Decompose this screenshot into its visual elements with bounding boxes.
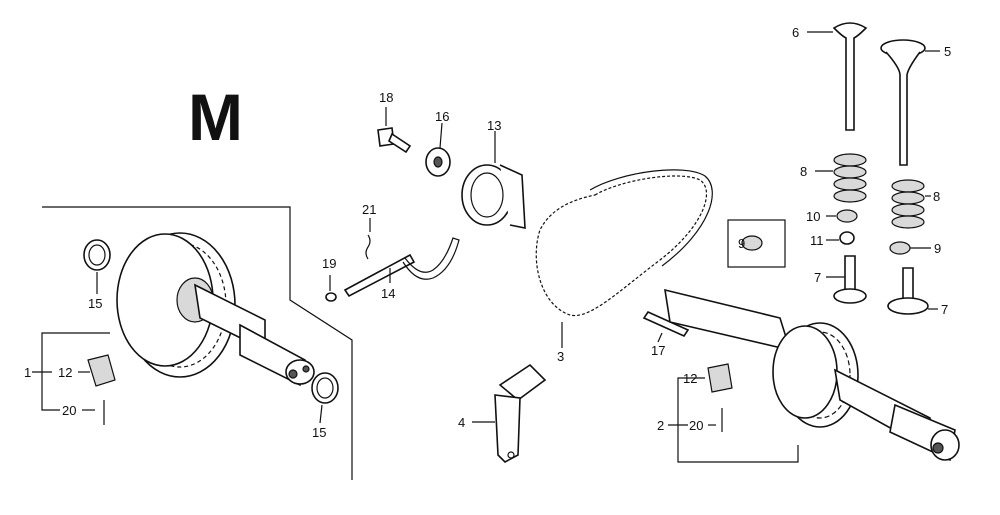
label-12-right: 12 — [683, 371, 697, 386]
chain-guide-13 — [461, 164, 526, 229]
label-9-boxed: 9 — [738, 236, 745, 251]
cotter-11 — [839, 231, 855, 245]
lifter-7-right — [887, 267, 929, 315]
washer-16 — [425, 147, 451, 177]
retainer-10 — [836, 209, 858, 223]
weight-12-right — [707, 363, 733, 393]
label-12-left: 12 — [58, 365, 72, 380]
label-17: 17 — [651, 343, 665, 358]
label-3: 3 — [557, 349, 564, 364]
label-2: 2 — [657, 418, 664, 433]
label-4: 4 — [458, 415, 465, 430]
label-10: 10 — [806, 209, 820, 224]
label-1: 1 — [24, 365, 31, 380]
key-17 — [642, 310, 690, 338]
bolt-18 — [377, 127, 412, 154]
retainer-9 — [889, 241, 911, 255]
label-16: 16 — [435, 109, 449, 124]
weight-12-left — [87, 354, 116, 387]
lifter-7-left — [833, 255, 867, 304]
label-7-left: 7 — [814, 270, 821, 285]
clip-21 — [365, 234, 371, 260]
label-19: 19 — [322, 256, 336, 271]
label-8-left: 8 — [800, 164, 807, 179]
label-20-right: 20 — [689, 418, 703, 433]
label-20-left: 20 — [62, 403, 76, 418]
tensioner-rod-14 — [343, 237, 460, 298]
label-15-left: 15 — [88, 296, 102, 311]
group-bracket-2 — [668, 377, 799, 463]
label-15-right: 15 — [312, 425, 326, 440]
valve-spring-8-right — [891, 179, 925, 229]
camshaft — [664, 288, 960, 462]
label-18: 18 — [379, 90, 393, 105]
group-bracket-1 — [32, 332, 110, 411]
label-14: 14 — [381, 286, 395, 301]
label-5: 5 — [944, 44, 951, 59]
cam-chain-3 — [535, 169, 713, 317]
part-labels: 18 16 13 21 19 14 15 15 1 12 20 3 4 17 1… — [24, 25, 951, 440]
washer-19 — [325, 292, 337, 302]
section-letter: M — [188, 80, 243, 154]
retainer-9-boxed — [727, 219, 786, 268]
label-21: 21 — [362, 202, 376, 217]
label-6: 6 — [792, 25, 799, 40]
valve-5 — [880, 39, 926, 166]
washer-15-left — [83, 239, 111, 271]
valve-6 — [832, 22, 868, 131]
balancer-gear-shaft — [116, 232, 315, 387]
label-8-right: 8 — [933, 189, 940, 204]
inset-frame — [42, 206, 353, 480]
label-11: 11 — [810, 233, 824, 248]
label-13: 13 — [487, 118, 501, 133]
tensioner-4 — [494, 363, 547, 463]
leader-lines — [96, 31, 940, 424]
valve-spring-8-left — [833, 153, 867, 203]
label-7-right: 7 — [941, 302, 948, 317]
washer-15-right — [311, 372, 339, 404]
label-9-right: 9 — [934, 241, 941, 256]
